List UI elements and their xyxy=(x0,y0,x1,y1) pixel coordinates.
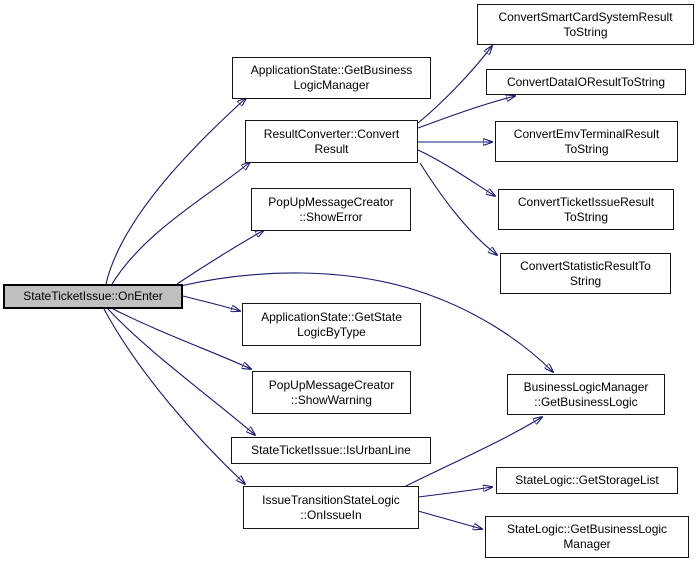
node-label-line: ::OnIssueIn xyxy=(300,507,362,522)
node-label-line: ConvertSmartCardSystemResult xyxy=(498,9,673,24)
node-label-line: LogicByType xyxy=(297,324,366,339)
node-convert-ticket-issue-result-to-string[interactable]: ConvertTicketIssueResult ToString xyxy=(498,189,674,230)
edge-on-enter-to-show-error xyxy=(176,230,264,285)
node-label-line: ::ShowWarning xyxy=(291,392,372,407)
node-convert-data-io-result-to-string[interactable]: ConvertDataIOResultToString xyxy=(486,69,686,95)
node-state-logic-get-business-logic-manager[interactable]: StateLogic::GetBusinessLogic Manager xyxy=(485,516,689,558)
node-label-line: ConvertTicketIssueResult xyxy=(517,194,655,209)
node-business-logic-manager-get-business-logic[interactable]: BusinessLogicManager ::GetBusinessLogic xyxy=(507,374,665,415)
node-popup-message-creator-show-error[interactable]: PopUpMessageCreator ::ShowError xyxy=(251,188,411,231)
node-state-ticket-issue-is-urban-line[interactable]: StateTicketIssue::IsUrbanLine xyxy=(231,437,431,464)
edge-convert-result-to-convert-ticket-issue xyxy=(417,149,495,196)
node-label-line: ConvertEmvTerminalResult xyxy=(513,126,660,141)
edge-on-enter-to-convert-result xyxy=(111,162,250,285)
node-label-line: StateLogic::GetStorageList xyxy=(515,473,659,487)
node-label-line: PopUpMessageCreator xyxy=(268,377,395,392)
node-label-line: ::GetBusinessLogic xyxy=(534,394,638,409)
edge-convert-result-to-convert-data-io xyxy=(417,96,515,129)
node-state-logic-get-storage-list[interactable]: StateLogic::GetStorageList xyxy=(496,467,678,494)
node-label-line: ::ShowError xyxy=(299,209,363,224)
edge-on-enter-to-get-business-logic-manager xyxy=(105,98,246,285)
edge-on-issue-in-to-get-storage-list xyxy=(417,487,492,498)
node-application-state-get-state-logic-by-type[interactable]: ApplicationState::GetState LogicByType xyxy=(242,303,421,346)
node-label-line: LogicManager xyxy=(293,78,370,92)
node-label-line: Result xyxy=(314,141,349,156)
node-convert-emv-terminal-result-to-string[interactable]: ConvertEmvTerminalResult ToString xyxy=(495,121,678,162)
node-result-converter-convert-result[interactable]: ResultConverter::Convert Result xyxy=(245,120,418,163)
node-convert-statistic-result-to-string[interactable]: ConvertStatisticResultTo String xyxy=(500,253,671,294)
node-label-line: Manager xyxy=(563,537,611,551)
edge-on-enter-to-on-issue-in xyxy=(103,308,245,484)
node-label-line: StateTicketIssue::OnEnter xyxy=(23,289,163,303)
node-label-line: ApplicationState::GetBusiness xyxy=(250,63,413,77)
edge-convert-result-to-convert-smart-card xyxy=(417,46,492,124)
node-popup-message-creator-show-warning[interactable]: PopUpMessageCreator ::ShowWarning xyxy=(252,371,411,414)
edge-on-issue-in-to-blm-get-business-logic xyxy=(403,417,542,488)
edge-convert-result-to-convert-statistic xyxy=(419,162,497,255)
node-label-line: StateTicketIssue::IsUrbanLine xyxy=(251,443,411,457)
node-label-line: ConvertStatisticResultTo xyxy=(520,258,651,273)
edge-on-enter-to-blm-get-business-logic xyxy=(179,272,553,372)
node-label-line: IssueTransitionStateLogic xyxy=(262,492,400,507)
edge-on-enter-to-is-urban-line xyxy=(107,308,255,435)
node-label-line: ToString xyxy=(563,209,609,224)
node-label-line: ApplicationState::GetState xyxy=(261,309,402,324)
node-label-line: BusinessLogicManager xyxy=(523,379,649,394)
node-convert-smart-card-system-result-to-string[interactable]: ConvertSmartCardSystemResult ToString xyxy=(477,4,694,45)
edge-on-enter-to-show-warning xyxy=(112,308,251,369)
node-label-line: ResultConverter::Convert xyxy=(263,126,400,141)
node-label-line: StateLogic::GetBusinessLogic xyxy=(506,522,668,536)
node-label-line: ToString xyxy=(564,141,609,156)
edge-on-enter-to-get-state-logic-by-type xyxy=(182,295,240,311)
node-label-line: String xyxy=(569,273,602,288)
node-application-state-get-business-logic-manager[interactable]: ApplicationState::GetBusiness LogicManag… xyxy=(232,57,431,99)
node-issue-transition-state-logic-on-issue-in[interactable]: IssueTransitionStateLogic ::OnIssueIn xyxy=(243,486,419,529)
node-label-line: ConvertDataIOResultToString xyxy=(506,74,666,89)
edge-on-issue-in-to-state-logic-get-blm xyxy=(417,510,482,529)
node-label-line: ToString xyxy=(563,24,608,39)
node-state-ticket-issue-on-enter: StateTicketIssue::OnEnter xyxy=(3,284,183,309)
node-label-line: PopUpMessageCreator xyxy=(268,194,394,209)
